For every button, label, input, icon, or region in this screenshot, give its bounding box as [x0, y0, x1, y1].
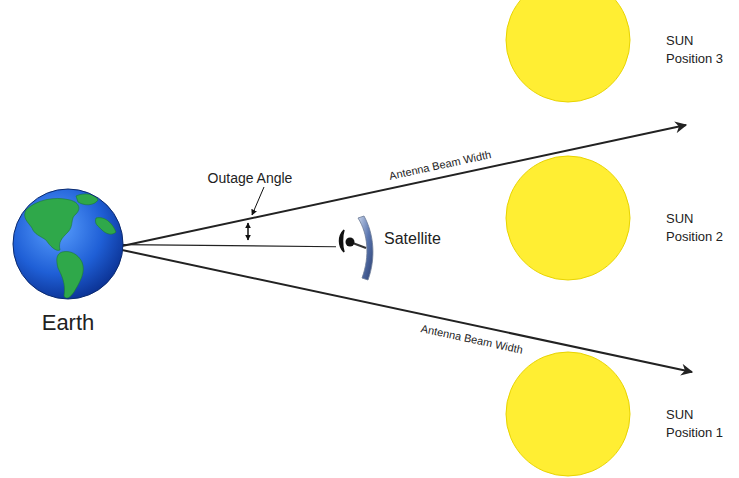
continent [25, 198, 79, 250]
earth-label: Earth [12, 310, 124, 336]
sun-circle [506, 352, 630, 476]
sun-disc [505, 155, 631, 281]
sun-circle [506, 156, 630, 280]
angle-label: Outage Angle [208, 170, 293, 186]
sun-disc [505, 351, 631, 477]
beam-line [122, 250, 692, 372]
sight-line [123, 245, 336, 247]
sun-node: SUN Position 3 [505, 0, 737, 103]
sun-node: SUN Position 1 [505, 351, 737, 477]
angle-arrow [247, 223, 249, 240]
sun-label: SUN Position 3 [666, 32, 734, 67]
earth-globe [12, 188, 124, 300]
sun-node: SUN Position 2 [505, 155, 737, 281]
sat-node: Satellite [336, 212, 441, 282]
beam-label: Antenna Beam Width [420, 322, 524, 356]
earth-node: Earth [12, 188, 124, 336]
satellite-label: Satellite [384, 230, 441, 248]
continent [95, 218, 116, 235]
satellite-dish [340, 230, 345, 252]
continent [57, 251, 83, 298]
sun-disc [505, 0, 631, 103]
globe-ocean [13, 189, 123, 299]
globe-rim [13, 189, 123, 299]
sun-label: SUN Position 1 [666, 406, 734, 441]
sun-circle [506, 0, 630, 102]
satellite-body [346, 238, 355, 247]
sun-label: SUN Position 2 [666, 210, 734, 245]
leader-line [252, 187, 264, 215]
satellite-icon [336, 212, 380, 282]
